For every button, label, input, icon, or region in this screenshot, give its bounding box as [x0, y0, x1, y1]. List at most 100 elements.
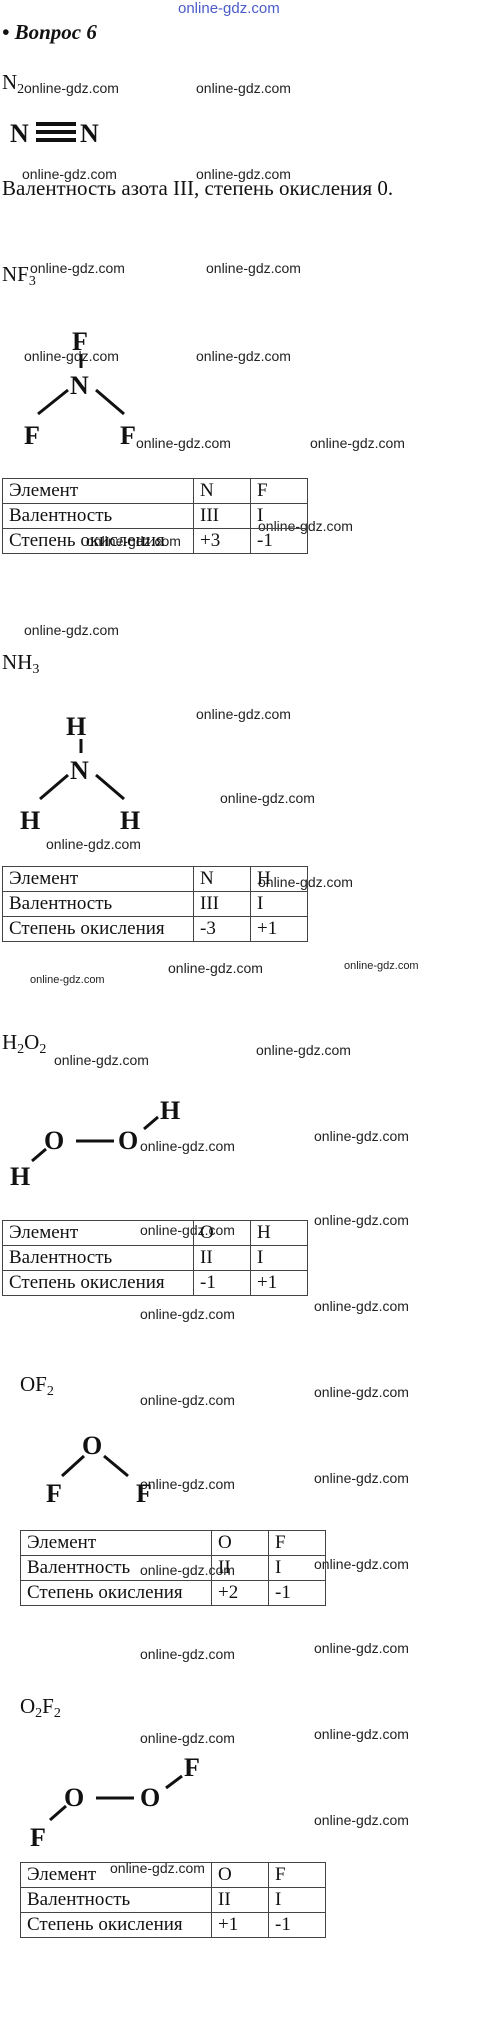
- question-heading: • Вопрос 6: [2, 20, 97, 44]
- watermark: online-gdz.com: [140, 1476, 235, 1492]
- formula-sub: 2: [17, 82, 25, 97]
- table-cell: Степень окисления: [20, 1912, 212, 1938]
- n2-description: Валентность азота III, степень окисления…: [2, 176, 394, 200]
- watermark: online-gdz.com: [314, 1384, 409, 1400]
- table-cell: II: [211, 1887, 269, 1913]
- table-cell: Степень окисления: [2, 1270, 194, 1296]
- atom-label: O: [118, 1126, 138, 1155]
- n2-structure: N N: [10, 119, 99, 148]
- atom-label: H: [66, 712, 86, 741]
- watermark: online-gdz.com: [196, 706, 291, 722]
- bond-line: [31, 1147, 47, 1163]
- watermark: online-gdz.com: [344, 960, 419, 972]
- table-cell: Валентность: [2, 891, 194, 917]
- table-cell: +1: [250, 1270, 308, 1296]
- table-cell: Элемент: [20, 1862, 212, 1888]
- atom-label: F: [72, 327, 88, 356]
- formula-h2o2: H2O2: [2, 1030, 46, 1058]
- watermark: online-gdz.com: [24, 348, 119, 364]
- o2f2-structure: F O O F: [30, 1753, 200, 1852]
- table-row: Валентность II I: [20, 1555, 326, 1581]
- bond-line: [39, 773, 69, 801]
- watermark: online-gdz.com: [24, 80, 119, 96]
- formula-of2: OF2: [20, 1372, 54, 1400]
- watermark: online-gdz.com: [46, 836, 141, 852]
- table-cell: Валентность: [20, 1555, 212, 1581]
- table-cell: Степень окисления: [2, 528, 194, 554]
- nf3-table: Элемент N F Валентность III I Степень ок…: [2, 478, 308, 554]
- formula-sub: 2: [39, 1042, 47, 1057]
- watermark: online-gdz.com: [140, 1138, 235, 1154]
- formula-nf3: NF3: [2, 262, 36, 290]
- table-cell: F: [268, 1862, 326, 1888]
- formula-main: N: [2, 70, 18, 94]
- formula-main: F: [42, 1694, 54, 1718]
- watermark: online-gdz.com: [30, 974, 105, 986]
- formula-sub: 2: [53, 1706, 61, 1721]
- of2-structure: O F F: [46, 1431, 152, 1508]
- table-cell: Элемент: [2, 1220, 194, 1246]
- formula-main: OF: [20, 1372, 47, 1396]
- table-cell: O: [211, 1862, 269, 1888]
- table-row: Степень окисления +1 -1: [20, 1912, 326, 1938]
- watermark: online-gdz.com: [314, 1128, 409, 1144]
- table-cell: II: [211, 1555, 269, 1581]
- table-row: Степень окисления +3 -1: [2, 528, 308, 554]
- table-row: Элемент O F: [20, 1862, 326, 1888]
- table-cell: III: [193, 503, 251, 529]
- atom-label: H: [10, 1162, 30, 1191]
- table-cell: N: [193, 866, 251, 892]
- formula-main: NH: [2, 650, 33, 674]
- nh3-table: Элемент N H Валентность III I Степень ок…: [2, 866, 308, 942]
- table-cell: I: [268, 1887, 326, 1913]
- formula-main: H: [2, 1030, 18, 1054]
- watermark: online-gdz.com: [140, 1392, 235, 1408]
- formula-main: NF: [2, 262, 29, 286]
- watermark: online-gdz.com: [54, 1052, 149, 1068]
- table-row: Элемент N F: [2, 478, 308, 504]
- table-cell: H: [250, 1220, 308, 1246]
- of2-table: Элемент O F Валентность II I Степень оки…: [20, 1530, 326, 1606]
- watermark: online-gdz.com: [140, 1646, 235, 1662]
- bond-line: [95, 388, 125, 416]
- watermark: online-gdz.com: [136, 435, 231, 451]
- bond-line: [37, 388, 69, 416]
- table-row: Элемент N H: [2, 866, 308, 892]
- formula-main: O: [24, 1030, 40, 1054]
- table-cell: +1: [211, 1912, 269, 1938]
- h2o2-structure: H O O H: [10, 1096, 180, 1191]
- atom-label: F: [24, 421, 40, 450]
- table-cell: F: [268, 1530, 326, 1556]
- formula-main: O: [20, 1694, 36, 1718]
- table-cell: Степень окисления: [2, 916, 194, 942]
- atom-label: H: [20, 806, 40, 835]
- atom-label: O: [64, 1783, 84, 1812]
- table-cell: -1: [193, 1270, 251, 1296]
- watermark: online-gdz.com: [220, 790, 315, 806]
- atom-label: N: [10, 119, 29, 148]
- h2o2-table: Элемент O H Валентность II I Степень оки…: [2, 1220, 308, 1296]
- nh3-structure: H N H H: [20, 712, 140, 835]
- table-row: Валентность III I: [2, 503, 308, 529]
- watermark: online-gdz.com: [196, 348, 291, 364]
- o2f2-table: Элемент O F Валентность II I Степень оки…: [20, 1862, 326, 1938]
- watermark: online-gdz.com: [24, 622, 119, 638]
- watermark: online-gdz.com: [196, 166, 291, 182]
- watermark: online-gdz.com: [22, 166, 117, 182]
- watermark: online-gdz.com: [314, 1812, 409, 1828]
- atom-label: F: [136, 1479, 152, 1508]
- watermark: online-gdz.com: [140, 1306, 235, 1322]
- table-cell: I: [250, 891, 308, 917]
- table-row: Валентность II I: [20, 1887, 326, 1913]
- atom-label: H: [120, 806, 140, 835]
- table-cell: I: [250, 1245, 308, 1271]
- atom-label: O: [44, 1126, 64, 1155]
- watermark: online-gdz.com: [314, 1640, 409, 1656]
- table-cell: +1: [250, 916, 308, 942]
- bond-line: [165, 1774, 183, 1790]
- atom-label: O: [82, 1431, 102, 1460]
- table-cell: Степень окисления: [20, 1580, 212, 1606]
- table-cell: +3: [193, 528, 251, 554]
- watermark: online-gdz.com: [314, 1212, 409, 1228]
- nf3-structure: F N F F: [24, 327, 136, 450]
